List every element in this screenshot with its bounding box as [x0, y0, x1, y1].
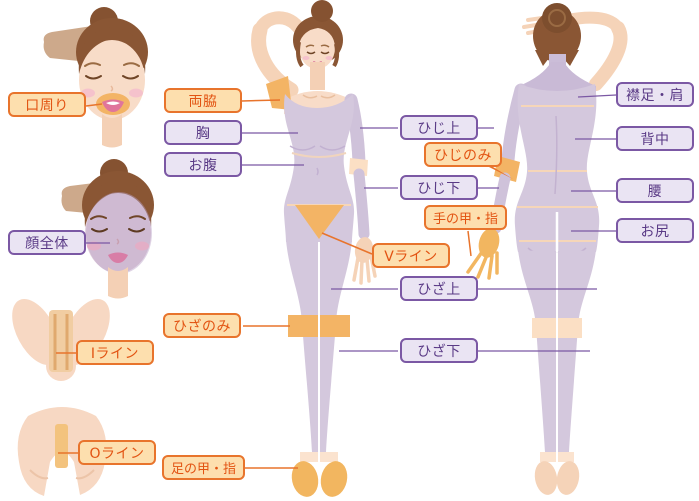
whole-face-highlight: [86, 192, 152, 274]
knee-highlight: [288, 315, 318, 337]
i-line-highlight: [49, 310, 73, 372]
line-nape-shoulders: [577, 94, 617, 98]
label-whole-face: 顔全体: [8, 230, 86, 255]
label-nape-shoulders: 襟足・肩: [616, 82, 694, 107]
label-below-elbow: ひじ下: [400, 175, 478, 200]
label-waist: 腰: [616, 178, 694, 203]
label-above-knee: ひざ上: [400, 276, 478, 301]
label-below-knee: ひざ下: [400, 338, 478, 363]
label-foot-toes: 足の甲・指: [162, 455, 245, 480]
line-hand-fingers: [467, 230, 472, 257]
label-mouth-area: 口周り: [8, 92, 86, 117]
o-line-highlight: [55, 424, 68, 468]
face-front-mouth-illustration: [43, 7, 148, 148]
label-v-line: Vライン: [372, 243, 450, 268]
label-hand-fingers: 手の甲・指: [424, 205, 507, 230]
label-back: 背中: [616, 126, 694, 151]
label-chest: 胸: [164, 120, 242, 145]
label-belly: お腹: [164, 152, 242, 177]
label-both-armpits: 両脇: [164, 88, 242, 113]
hand-highlight: [478, 228, 500, 258]
i-line-illustration: [12, 298, 110, 381]
line-v-line: [321, 232, 373, 255]
line-both-armpits: [241, 99, 281, 102]
foot-highlight: [291, 461, 319, 497]
label-knee-only: ひざのみ: [163, 313, 241, 338]
body-back-illustration: [466, 3, 628, 495]
label-o-line: Oライン: [78, 440, 156, 465]
label-elbow-only: ひじのみ: [424, 142, 502, 167]
connector-lines: [56, 94, 617, 469]
face-front-whole-illustration: [61, 159, 154, 299]
body-front-illustration: [251, 0, 377, 497]
o-line-illustration: [17, 407, 107, 496]
label-buttocks: お尻: [616, 218, 694, 243]
label-above-elbow: ひじ上: [400, 115, 478, 140]
v-line-highlight: [295, 205, 344, 239]
label-i-line: Iライン: [76, 340, 154, 365]
line-mouth-area: [85, 103, 103, 107]
